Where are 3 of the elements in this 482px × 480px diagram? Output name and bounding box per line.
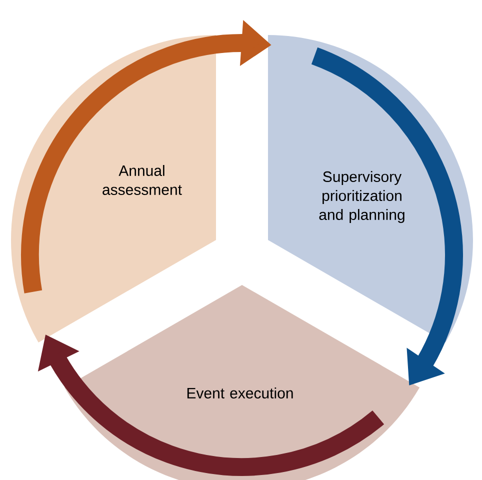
sector: Annual assessment — [11, 35, 216, 342]
sector: Supervisory prioritization and planning — [268, 35, 473, 342]
sector: Event execution — [64, 285, 420, 480]
